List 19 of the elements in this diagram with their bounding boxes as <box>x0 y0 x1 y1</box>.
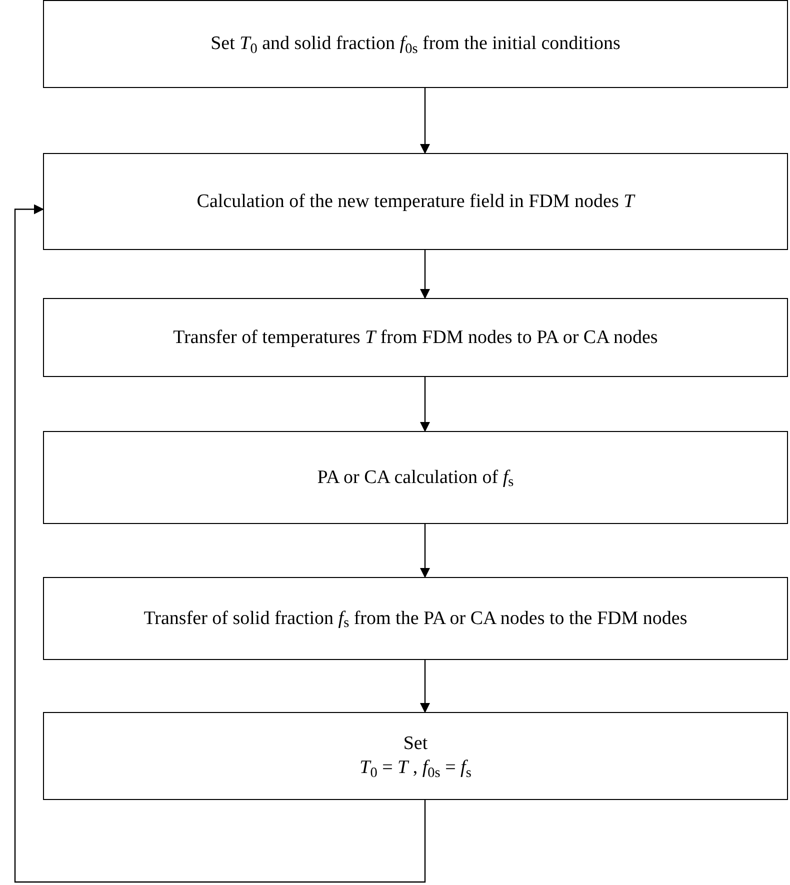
arrow <box>420 377 430 432</box>
box-text: Transfer of temperatures T from FDM nodes to PA or CA nodes <box>173 326 658 350</box>
process-box <box>43 712 788 800</box>
arrow <box>420 524 430 578</box>
box-text: Set <box>403 732 428 756</box>
process-box <box>43 431 788 524</box>
process-box <box>43 298 788 377</box>
process-box <box>43 577 788 660</box>
box-text: Transfer of solid fraction f$_{s}$ from the PA or CA nodes to the FDM nodes <box>144 606 688 630</box>
arrow <box>420 250 430 299</box>
box-text: Calculation of the new temperature field in FDM nodes T <box>196 190 634 214</box>
arrow <box>420 88 430 154</box>
arrow <box>14 204 426 883</box>
box-text: Set T$_{0}$ and solid fraction f$_{0s}$ from the initial conditions <box>210 32 620 56</box>
arrow <box>420 660 430 713</box>
process-box <box>43 153 788 250</box>
box-text: PA or CA calculation of f$_{s}$ <box>317 466 514 490</box>
box-text: T$_{0}$ = T , f$_{0s}$ = f$_{s}$ <box>360 756 472 780</box>
process-box <box>43 0 788 88</box>
